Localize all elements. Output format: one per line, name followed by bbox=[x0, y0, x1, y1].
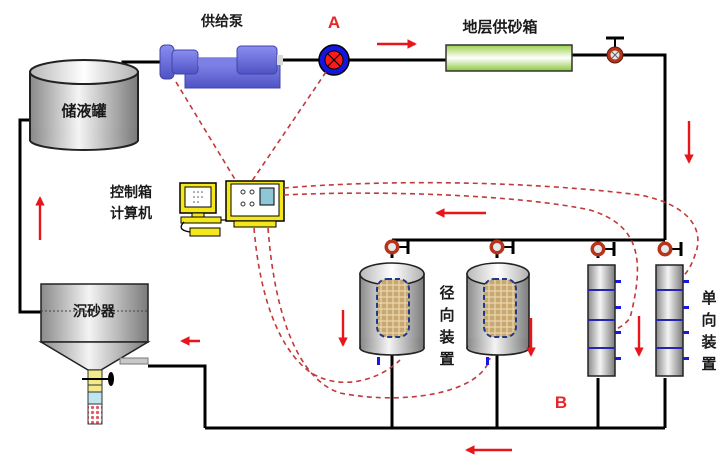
valve-unidirectional-1[interactable] bbox=[590, 241, 616, 257]
signal-lines bbox=[175, 71, 699, 399]
flow-arrows bbox=[35, 39, 694, 455]
point-b-label: B bbox=[555, 393, 567, 412]
radial-label-char: 置 bbox=[439, 350, 454, 368]
signal-unidirectional-1 bbox=[283, 192, 639, 334]
valve-top[interactable] bbox=[606, 36, 624, 64]
valve-unidirectional-2[interactable] bbox=[657, 241, 683, 257]
supply-pump[interactable]: 供给泵 bbox=[159, 13, 283, 89]
valve-radial-1[interactable] bbox=[384, 239, 410, 255]
supply-pump-label: 供给泵 bbox=[200, 13, 243, 30]
signal-unidirectional-2 bbox=[283, 181, 699, 287]
formation-sand-box-label: 地层供砂箱 bbox=[462, 18, 537, 36]
pipe-device-outlets bbox=[390, 355, 667, 428]
computer-label: 计算机 bbox=[110, 205, 152, 222]
control-computer[interactable]: 控制箱 计算机 bbox=[110, 180, 285, 237]
storage-tank[interactable]: 储液罐 bbox=[29, 59, 139, 151]
point-a-label: A bbox=[328, 13, 340, 32]
desander-label: 沉砂器 bbox=[73, 303, 116, 320]
unidirectional-label-char: 装 bbox=[700, 333, 717, 351]
radial-label-char: 径 bbox=[439, 284, 454, 302]
pipe-sandbox-to-manifold bbox=[572, 53, 667, 240]
radial-device-1[interactable] bbox=[359, 239, 425, 366]
radial-device-label: 径 向 装 置 bbox=[438, 284, 455, 368]
desander[interactable]: 沉砂器 bbox=[38, 283, 151, 425]
radial-label-char: 向 bbox=[439, 306, 454, 324]
signal-point-a bbox=[251, 71, 327, 182]
pipe-desander-to-tank bbox=[18, 118, 41, 314]
unidirectional-label-char: 向 bbox=[701, 311, 716, 329]
unidirectional-device-label: 单 向 装 置 bbox=[700, 289, 717, 373]
radial-label-char: 装 bbox=[438, 328, 455, 346]
signal-radial-2 bbox=[267, 227, 491, 399]
valve-radial-2[interactable] bbox=[489, 239, 515, 255]
unidirectional-device-2[interactable] bbox=[655, 241, 689, 377]
signal-radial-1 bbox=[253, 227, 401, 384]
point-a-flowmeter[interactable]: A bbox=[318, 13, 350, 76]
signal-pump bbox=[175, 81, 237, 182]
control-box-label: 控制箱 bbox=[110, 184, 152, 201]
storage-tank-label: 储液罐 bbox=[61, 102, 106, 120]
pipe-return-to-desander bbox=[148, 364, 207, 428]
unidirectional-label-char: 单 bbox=[701, 289, 716, 307]
unidirectional-device-1[interactable] bbox=[587, 241, 621, 377]
formation-sand-box[interactable]: 地层供砂箱 bbox=[445, 18, 573, 72]
unidirectional-label-char: 置 bbox=[701, 355, 716, 373]
radial-device-2[interactable] bbox=[466, 239, 530, 366]
